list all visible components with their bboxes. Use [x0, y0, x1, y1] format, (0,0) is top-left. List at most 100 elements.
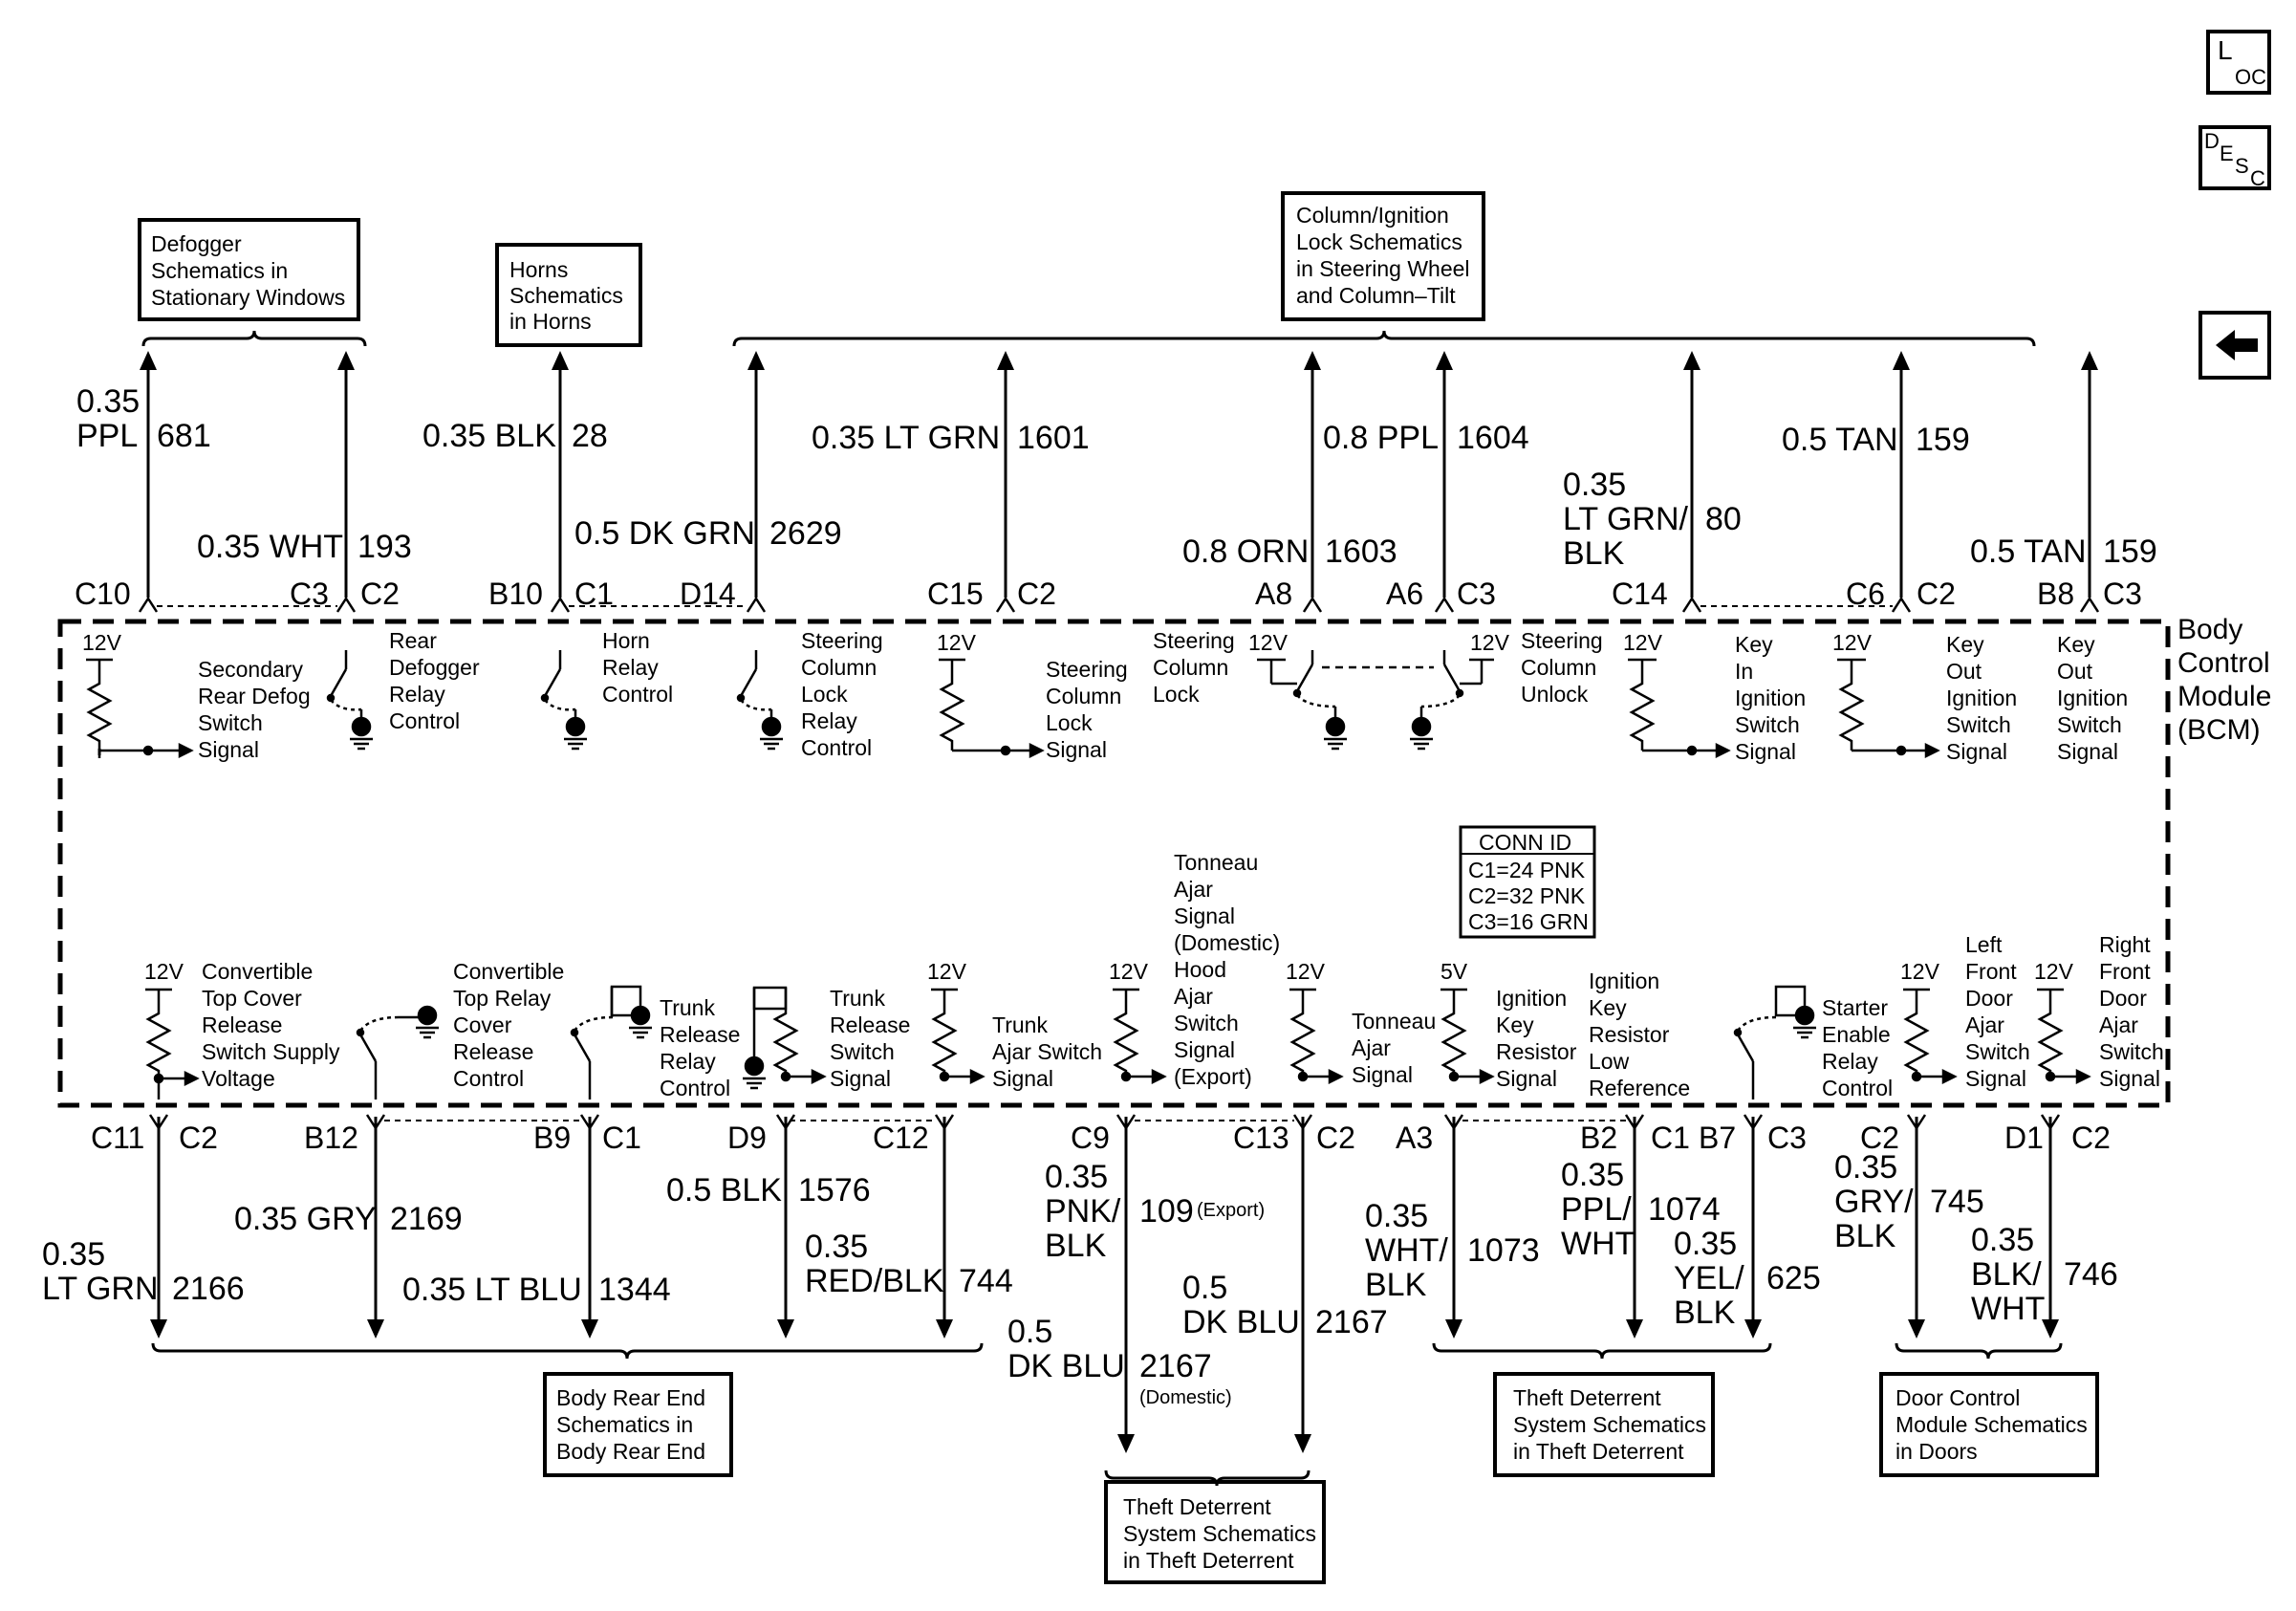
svg-text:C3: C3 — [1767, 1121, 1807, 1155]
svg-text:GRY/: GRY/ — [1834, 1184, 1914, 1220]
svg-text:0.35 WHT: 0.35 WHT — [197, 529, 343, 565]
svg-text:Module: Module — [2177, 681, 2271, 712]
desc-icon-letter-s: S — [2235, 154, 2249, 178]
svg-text:BLK: BLK — [1834, 1218, 1896, 1254]
loc-nav-button[interactable]: L OC — [2206, 30, 2271, 95]
svg-text:In: In — [1735, 659, 1753, 684]
svg-text:0.5 TAN: 0.5 TAN — [1782, 422, 1898, 458]
ref-box-body-rear-end[interactable]: Body Rear End Schematics in Body Rear En… — [543, 1372, 733, 1477]
svg-text:Ignition: Ignition — [1735, 686, 1806, 710]
svg-text:12V: 12V — [1470, 630, 1510, 655]
svg-text:2166: 2166 — [172, 1271, 245, 1307]
svg-text:D14: D14 — [680, 577, 736, 611]
svg-text:Signal: Signal — [1735, 739, 1796, 764]
ref-box-door-control[interactable]: Door Control Module Schematics in Doors — [1879, 1372, 2099, 1477]
svg-text:Lock: Lock — [1046, 710, 1093, 735]
svg-text:Control: Control — [602, 682, 673, 707]
svg-text:System Schematics: System Schematics — [1513, 1412, 1706, 1437]
svg-text:Relay: Relay — [389, 682, 445, 707]
svg-text:Column: Column — [1521, 655, 1596, 680]
svg-text:Switch: Switch — [1946, 712, 2011, 737]
svg-text:5V: 5V — [1440, 959, 1468, 984]
svg-text:2167: 2167 — [1139, 1348, 1212, 1384]
voltage-labels: 12V 12V 12V 12V 12V 12V 12V 12V 12V 12V … — [82, 630, 2074, 984]
svg-text:Switch Supply: Switch Supply — [202, 1039, 340, 1064]
svg-text:C1: C1 — [1651, 1121, 1690, 1155]
svg-text:(Domestic): (Domestic) — [1139, 1387, 1232, 1408]
svg-text:Signal: Signal — [830, 1066, 891, 1091]
svg-text:C2: C2 — [179, 1121, 218, 1155]
svg-text:Theft Deterrent: Theft Deterrent — [1123, 1494, 1271, 1519]
svg-text:BLK: BLK — [1045, 1228, 1107, 1264]
ref-box-defogger[interactable]: Defogger Schematics in Stationary Window… — [138, 218, 360, 321]
svg-text:Switch: Switch — [198, 710, 263, 735]
svg-text:0.35: 0.35 — [1674, 1226, 1737, 1262]
svg-text:Module Schematics: Module Schematics — [1895, 1412, 2088, 1437]
svg-text:Ajar: Ajar — [1352, 1035, 1391, 1060]
svg-text:C1: C1 — [574, 577, 614, 611]
svg-text:Key: Key — [1496, 1012, 1534, 1037]
svg-text:Control: Control — [389, 708, 460, 733]
svg-text:Trunk: Trunk — [830, 986, 885, 1011]
svg-text:D9: D9 — [727, 1121, 767, 1155]
svg-text:80: 80 — [1705, 501, 1742, 537]
svg-text:and Column–Tilt: and Column–Tilt — [1296, 283, 1456, 308]
svg-text:12V: 12V — [1832, 630, 1873, 655]
signal-labels: Secondary Rear Defog Switch Signal Rear … — [198, 628, 2164, 1100]
svg-text:BLK: BLK — [1563, 535, 1625, 572]
svg-text:System Schematics: System Schematics — [1123, 1521, 1316, 1546]
svg-text:Front: Front — [2099, 959, 2151, 984]
svg-text:Door: Door — [2099, 986, 2147, 1011]
svg-text:1074: 1074 — [1648, 1191, 1721, 1228]
svg-text:in Doors: in Doors — [1895, 1439, 1978, 1464]
svg-text:LT GRN/: LT GRN/ — [1563, 501, 1689, 537]
svg-text:in Theft Deterrent: in Theft Deterrent — [1123, 1548, 1294, 1573]
svg-text:0.35 GRY: 0.35 GRY — [234, 1201, 377, 1237]
svg-text:12V: 12V — [1248, 630, 1289, 655]
svg-text:Signal: Signal — [1174, 1037, 1235, 1062]
desc-nav-button[interactable]: D E S C — [2199, 125, 2271, 190]
svg-text:C2: C2 — [2071, 1121, 2111, 1155]
svg-text:Control: Control — [801, 735, 872, 760]
svg-text:681: 681 — [157, 418, 211, 454]
ref-box-theft-deterrent-2[interactable]: Theft Deterrent System Schematics in The… — [1493, 1372, 1715, 1477]
svg-text:Release: Release — [453, 1039, 533, 1064]
svg-text:Starter: Starter — [1822, 995, 1888, 1020]
svg-text:1073: 1073 — [1467, 1232, 1540, 1269]
svg-text:DK BLU: DK BLU — [1007, 1348, 1125, 1384]
svg-text:Body Rear End: Body Rear End — [556, 1439, 705, 1464]
svg-text:Switch: Switch — [2099, 1039, 2164, 1064]
svg-text:Key: Key — [2057, 632, 2095, 657]
wire-labels: 0.35 PPL 681 0.35 WHT 193 0.35 BLK 28 0.… — [42, 383, 2157, 1408]
svg-text:Column/Ignition: Column/Ignition — [1296, 203, 1449, 228]
svg-text:Enable: Enable — [1822, 1022, 1891, 1047]
svg-text:Relay: Relay — [1822, 1049, 1878, 1074]
top-connector-marks — [138, 596, 2100, 613]
svg-text:1603: 1603 — [1325, 533, 1397, 570]
svg-text:Control: Control — [660, 1076, 730, 1100]
svg-text:Release: Release — [202, 1012, 282, 1037]
svg-text:Key: Key — [1589, 995, 1627, 1020]
svg-text:0.5 TAN: 0.5 TAN — [1970, 533, 2087, 570]
ref-box-horns[interactable]: Horns Schematics in Horns — [495, 243, 642, 347]
svg-text:Control: Control — [453, 1066, 524, 1091]
svg-text:Defogger: Defogger — [389, 655, 480, 680]
svg-text:(BCM): (BCM) — [2177, 714, 2261, 746]
svg-text:Signal: Signal — [1946, 739, 2007, 764]
svg-text:12V: 12V — [1900, 959, 1940, 984]
svg-text:0.5: 0.5 — [1182, 1270, 1227, 1306]
svg-text:BLK: BLK — [1365, 1267, 1427, 1303]
back-nav-button[interactable] — [2199, 311, 2271, 380]
svg-text:Relay: Relay — [660, 1049, 716, 1074]
svg-text:159: 159 — [2103, 533, 2157, 570]
loc-icon-letter: L — [2218, 35, 2233, 65]
svg-text:C3: C3 — [290, 577, 329, 611]
ref-box-theft-deterrent-1[interactable]: Theft Deterrent System Schematics in The… — [1104, 1480, 1326, 1584]
svg-text:Ajar Switch: Ajar Switch — [992, 1039, 1102, 1064]
svg-text:Left: Left — [1965, 932, 2003, 957]
group-braces — [141, 330, 2063, 1487]
svg-text:Tonneau: Tonneau — [1174, 850, 1258, 875]
ref-box-column-ignition[interactable]: Column/Ignition Lock Schematics in Steer… — [1281, 191, 1485, 321]
svg-text:Key: Key — [1735, 632, 1773, 657]
